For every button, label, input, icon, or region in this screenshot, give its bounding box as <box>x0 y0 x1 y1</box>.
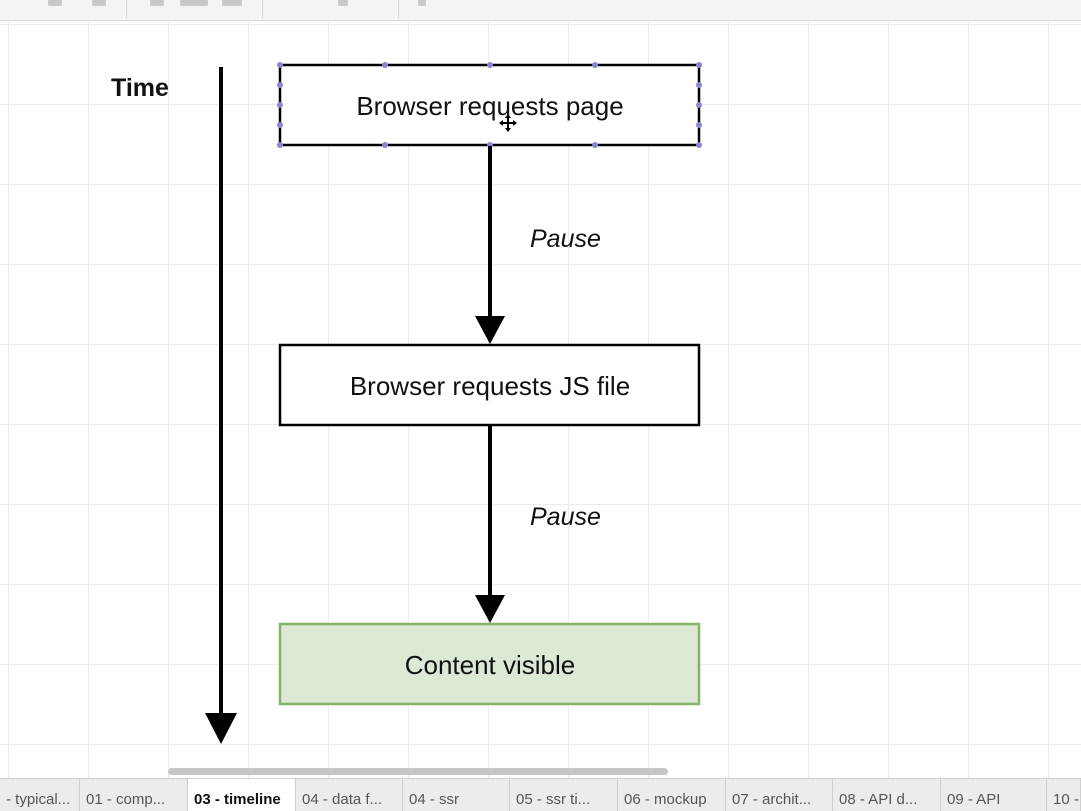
resize-handle[interactable] <box>696 62 702 68</box>
page-tab[interactable]: 04 - data f... <box>296 779 403 811</box>
node-browser-requests-page[interactable]: Browser requests page <box>278 63 701 147</box>
page-tab[interactable]: - typical... <box>0 779 80 811</box>
toolbar-tool-icon[interactable] <box>338 0 348 6</box>
toolbar-separator <box>262 0 263 18</box>
resize-handle[interactable] <box>277 102 283 108</box>
page-tab[interactable]: 04 - ssr <box>403 779 510 811</box>
toolbar-separator <box>398 0 399 18</box>
page-tab[interactable]: 07 - archit... <box>726 779 833 811</box>
resize-handle[interactable] <box>277 122 283 128</box>
resize-handle[interactable] <box>696 122 702 128</box>
page-tab[interactable]: 01 - comp... <box>80 779 188 811</box>
edge-label-pause: Pause <box>530 225 601 253</box>
move-cursor-icon <box>499 114 517 132</box>
selection-handles[interactable] <box>277 62 702 148</box>
time-axis-label: Time <box>111 74 169 102</box>
drawing-canvas[interactable]: Time Browser requests page <box>0 21 1081 778</box>
page-tab[interactable]: 10 - <box>1047 779 1081 811</box>
resize-handle[interactable] <box>487 62 493 68</box>
toolbar-tool-icon[interactable] <box>418 0 426 6</box>
page-tab[interactable]: 05 - ssr ti... <box>510 779 618 811</box>
node-label: Browser requests JS file <box>350 371 630 401</box>
resize-handle[interactable] <box>592 142 598 148</box>
toolbar-separator <box>126 0 127 18</box>
edge-page-to-js[interactable] <box>475 146 505 344</box>
resize-handle[interactable] <box>277 142 283 148</box>
toolbar-tool-icon[interactable] <box>92 0 106 6</box>
toolbar-tool-icon[interactable] <box>180 0 208 6</box>
resize-handle[interactable] <box>592 62 598 68</box>
resize-handle[interactable] <box>382 62 388 68</box>
edge-js-to-content[interactable] <box>475 426 505 623</box>
node-label: Content visible <box>405 650 576 680</box>
toolbar-tool-icon[interactable] <box>48 0 62 6</box>
resize-handle[interactable] <box>696 142 702 148</box>
resize-handle[interactable] <box>696 102 702 108</box>
node-content-visible[interactable]: Content visible <box>278 622 701 706</box>
resize-handle[interactable] <box>382 142 388 148</box>
node-label: Browser requests page <box>356 91 623 121</box>
page-tab[interactable]: 09 - API <box>941 779 1047 811</box>
page-tab-bar: - typical... 01 - comp... 03 - timeline … <box>0 778 1081 811</box>
toolbar-tool-icon[interactable] <box>150 0 164 6</box>
page-tab[interactable]: 06 - mockup <box>618 779 726 811</box>
page-tab-active[interactable]: 03 - timeline <box>188 779 296 811</box>
horizontal-scrollbar[interactable] <box>0 764 1081 778</box>
page-tab[interactable]: 08 - API d... <box>833 779 941 811</box>
toolbar <box>0 0 1081 21</box>
scrollbar-thumb[interactable] <box>168 768 668 775</box>
edge-label-pause: Pause <box>530 503 601 531</box>
resize-handle[interactable] <box>277 82 283 88</box>
time-axis[interactable] <box>205 67 237 744</box>
node-browser-requests-js-file[interactable]: Browser requests JS file <box>278 343 701 427</box>
resize-handle[interactable] <box>277 62 283 68</box>
toolbar-tool-icon[interactable] <box>222 0 242 6</box>
resize-handle[interactable] <box>696 82 702 88</box>
